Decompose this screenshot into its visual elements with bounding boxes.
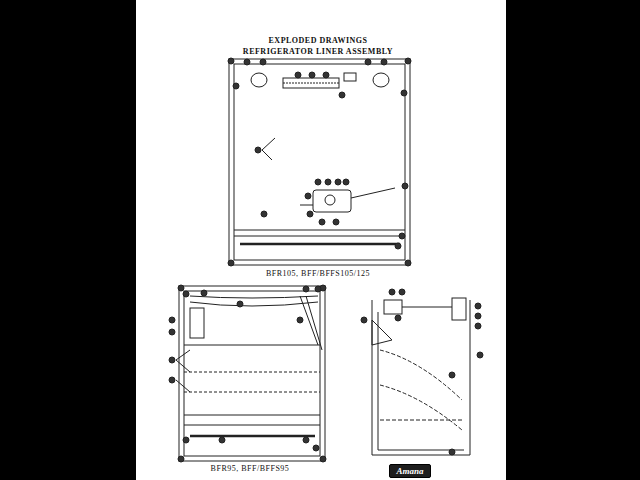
model-caption: BFR95, BFF/BFFS95 [211,464,290,473]
liner-side-view [372,298,470,455]
assembly-heading: REFRIGERATOR LINER ASSEMBLY [243,47,393,56]
callout-dots-upper [233,59,408,249]
liner-lower-left [176,285,326,462]
liner-upper [228,58,411,266]
brand-logo: Amana [389,464,430,478]
drawing-title: EXPLODED DRAWINGS [269,36,368,45]
callout-dots-side [361,289,483,455]
logo-text: Amana [390,465,429,477]
callout-dots-lower-left [169,286,321,451]
page-sheet [136,0,506,480]
model-caption: BFR105, BFF/BFFS105/125 [266,269,370,278]
